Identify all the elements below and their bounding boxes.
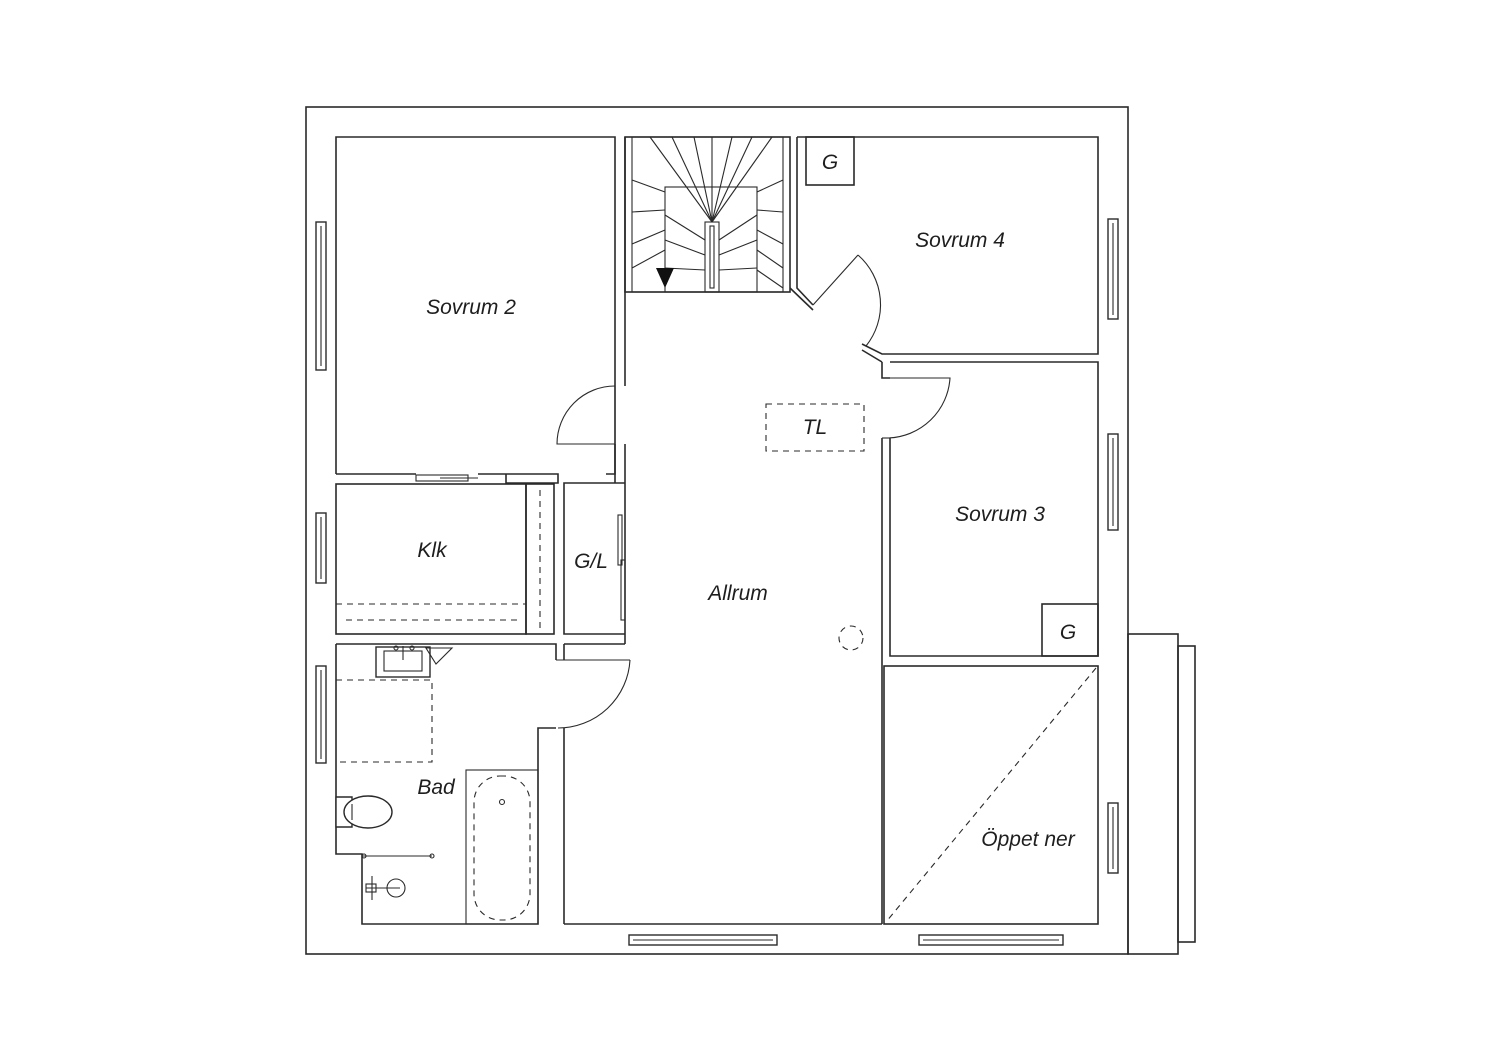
outer-walls <box>305 106 1196 955</box>
label-g-top: G <box>822 151 838 174</box>
label-tl: TL <box>803 416 828 439</box>
label-oppet-ner: Öppet ner <box>981 828 1075 851</box>
stair-direction-arrow <box>656 268 674 288</box>
label-allrum: Allrum <box>706 582 768 605</box>
label-sovrum-2: Sovrum 2 <box>426 296 516 319</box>
room-sovrum-3 <box>881 361 1099 657</box>
label-klk: Klk <box>417 539 448 562</box>
room-klk <box>335 483 555 635</box>
ceiling-hatch-tl <box>765 403 865 452</box>
room-oppet-ner <box>883 665 1099 925</box>
chimney-marker <box>838 625 864 651</box>
windows <box>315 218 1119 946</box>
room-labels: Sovrum 2 Sovrum 4 Sovrum 3 Klk G/L Allru… <box>417 151 1076 851</box>
room-sovrum-4 <box>789 136 1099 363</box>
room-bad <box>335 643 631 925</box>
label-gl: G/L <box>574 550 608 573</box>
label-sovrum-4: Sovrum 4 <box>915 229 1005 252</box>
label-bad: Bad <box>417 776 456 799</box>
room-allrum <box>563 403 883 925</box>
label-g-bottom: G <box>1060 621 1076 644</box>
label-sovrum-3: Sovrum 3 <box>955 503 1045 526</box>
staircase <box>624 136 791 293</box>
